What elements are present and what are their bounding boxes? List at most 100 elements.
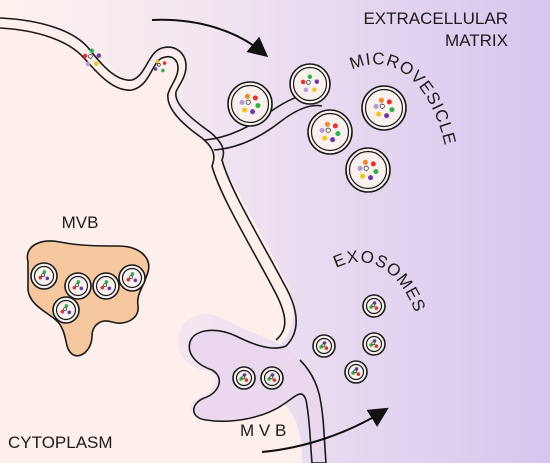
cargo-dot [75, 283, 79, 288]
mvb-secreting [188, 329, 327, 463]
cargo-dot [162, 61, 167, 65]
microvesicle-inner [364, 88, 404, 128]
cargo-dot [100, 285, 105, 290]
cargo-dot [104, 280, 109, 284]
cargo-dot [374, 344, 379, 348]
cargo-dot [353, 369, 358, 374]
cargo-dot [370, 161, 376, 167]
cargo-dot [130, 272, 135, 276]
cargo-dot [321, 343, 326, 348]
cargo-dot [129, 275, 134, 280]
cargo-dot [325, 127, 331, 133]
cargo-dot [384, 113, 390, 119]
cargo-dot [373, 169, 379, 175]
cargo-dot [82, 53, 88, 59]
cargo-dot [64, 304, 69, 308]
cargo-dot [373, 103, 379, 109]
exosome-inner [365, 335, 383, 353]
curved-arrow-icon [151, 18, 269, 58]
cargo-dot [96, 53, 102, 58]
cargo-dot [244, 93, 250, 99]
cargo-dot [133, 278, 138, 283]
cargo-dot [67, 310, 72, 315]
cargo-dot [312, 87, 317, 92]
cargo-dot [269, 375, 274, 380]
cargo-dot [368, 175, 374, 181]
cargo-dot [79, 286, 84, 291]
exosome-inner [315, 337, 333, 355]
cargo-dot [362, 159, 368, 165]
cargo-dot [244, 378, 249, 382]
cargo-dot [153, 67, 158, 71]
cell-membrane [0, 17, 297, 347]
cargo-dot [126, 277, 131, 282]
cargo-dot [60, 309, 65, 314]
cargo-dot [357, 165, 363, 171]
cargo-dot [332, 123, 338, 129]
cargo-dot [306, 80, 311, 85]
mvb-secreting-vesicle-inner [235, 369, 253, 387]
microvesicle-inner [230, 84, 270, 124]
cargo-dot [242, 107, 248, 113]
cargo-dot [378, 97, 384, 103]
cargo-dot [379, 103, 385, 109]
cargo-dot [376, 111, 382, 117]
mvb-inner-vesicle-inner [95, 275, 117, 297]
cargo-dot [103, 283, 107, 288]
vesicles [30, 48, 407, 390]
cargo-dot [38, 275, 43, 280]
cargo-dot [255, 103, 261, 109]
cargo-dot [322, 135, 328, 141]
cytoplasm-label: CYTOPLASM [8, 433, 113, 452]
cargo-dot [335, 131, 341, 137]
cargo-dot [356, 372, 361, 376]
mvb-internal-label: MVB [62, 213, 99, 232]
cargo-dot [72, 285, 77, 290]
cargo-dot [41, 273, 45, 278]
exosome-inner [365, 297, 383, 315]
mvb-inner-vesicle-inner [33, 265, 55, 287]
cargo-dot [161, 68, 165, 73]
cargo-dot [319, 127, 325, 133]
cargo-dot [371, 341, 376, 346]
exosome-inner [347, 363, 365, 381]
mvb-secreting-label: M V B [240, 421, 286, 440]
cargo-dot [94, 61, 99, 66]
cargo-dot [303, 87, 309, 93]
cargo-dot [363, 165, 369, 171]
curved-arrow-icon [261, 407, 389, 453]
cargo-dot [324, 121, 330, 127]
microvesicle-inner [348, 150, 388, 190]
cargo-dot [156, 62, 161, 67]
mvb-internal [26, 240, 150, 357]
cargo-dot [371, 303, 376, 308]
extracellular-label: EXTRACELLULAR [363, 9, 508, 28]
cargo-dot [250, 109, 256, 115]
mvb-inner-vesicle-inner [67, 275, 89, 297]
cargo-dot [272, 378, 277, 382]
cargo-dot [45, 276, 50, 281]
cargo-dot [155, 59, 159, 64]
cargo-dot [314, 79, 320, 84]
cargo-dot [374, 306, 379, 310]
cargo-dot [360, 173, 366, 179]
cargo-dot [42, 270, 47, 274]
microvesicle-inner [310, 112, 350, 152]
matrix-label: MATRIX [445, 31, 508, 50]
cargo-dot [241, 375, 246, 380]
cargo-dot [324, 346, 329, 350]
cargo-dot [386, 99, 392, 105]
cargo-dot [63, 307, 67, 312]
cargo-dot [307, 74, 313, 80]
cargo-dot [107, 286, 112, 291]
cargo-dot [300, 79, 306, 85]
cargo-dot [252, 95, 258, 101]
cargo-dot [89, 48, 95, 54]
mvb-inner-vesicle-inner [55, 299, 77, 321]
cargo-dot [389, 107, 395, 113]
cargo-dot [88, 54, 93, 59]
cargo-dot [330, 137, 336, 143]
cargo-dot [239, 99, 245, 105]
